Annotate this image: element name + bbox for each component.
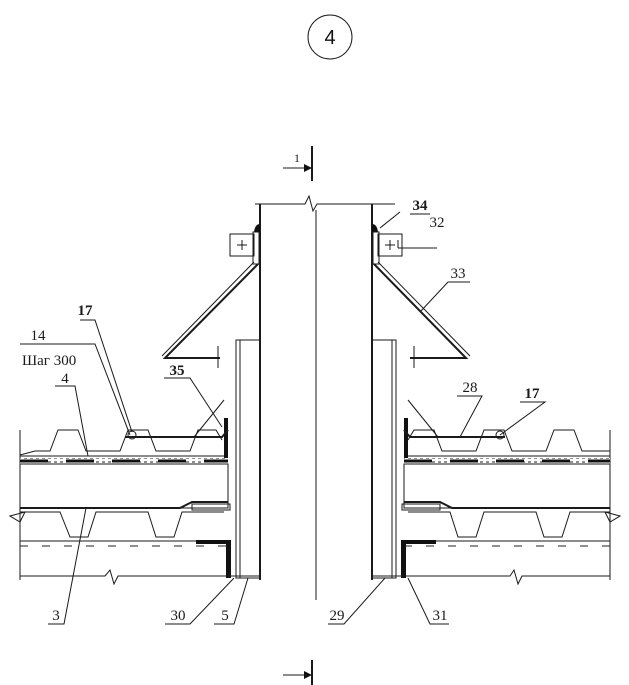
callout-33: 33 <box>451 266 466 282</box>
clamp-right <box>372 224 403 265</box>
callout-14: 14 <box>31 328 47 344</box>
roof-left <box>8 399 260 586</box>
section-mark-bottom: 1 <box>283 660 313 685</box>
callout-29: 29 <box>330 608 345 624</box>
leader-lines <box>20 211 547 625</box>
callout-32: 32 <box>430 215 445 231</box>
clamp-left <box>229 224 260 265</box>
callout-step-300: Шаг 300 <box>22 353 76 369</box>
callout-28: 28 <box>463 380 478 396</box>
callout-labels: 17 14 Шаг 300 4 35 34 32 33 28 17 3 30 5… <box>22 198 540 624</box>
detail-number: 4 <box>324 27 335 49</box>
roof-right <box>372 399 622 586</box>
callout-3: 3 <box>52 608 60 624</box>
callout-31: 31 <box>433 608 448 624</box>
pipe-insulation <box>235 339 397 579</box>
callout-4: 4 <box>61 371 69 387</box>
section-mark-top: 1 <box>283 146 313 181</box>
callout-17-left: 17 <box>78 303 94 319</box>
callout-5: 5 <box>221 608 229 624</box>
section-label-top: 1 <box>294 151 300 165</box>
callout-35: 35 <box>170 363 185 379</box>
rain-cap <box>161 261 471 368</box>
pipe <box>255 194 395 600</box>
detail-number-marker: 4 <box>307 14 353 60</box>
callout-17-right: 17 <box>525 386 541 402</box>
callout-30: 30 <box>171 608 186 624</box>
callout-34: 34 <box>413 198 429 214</box>
